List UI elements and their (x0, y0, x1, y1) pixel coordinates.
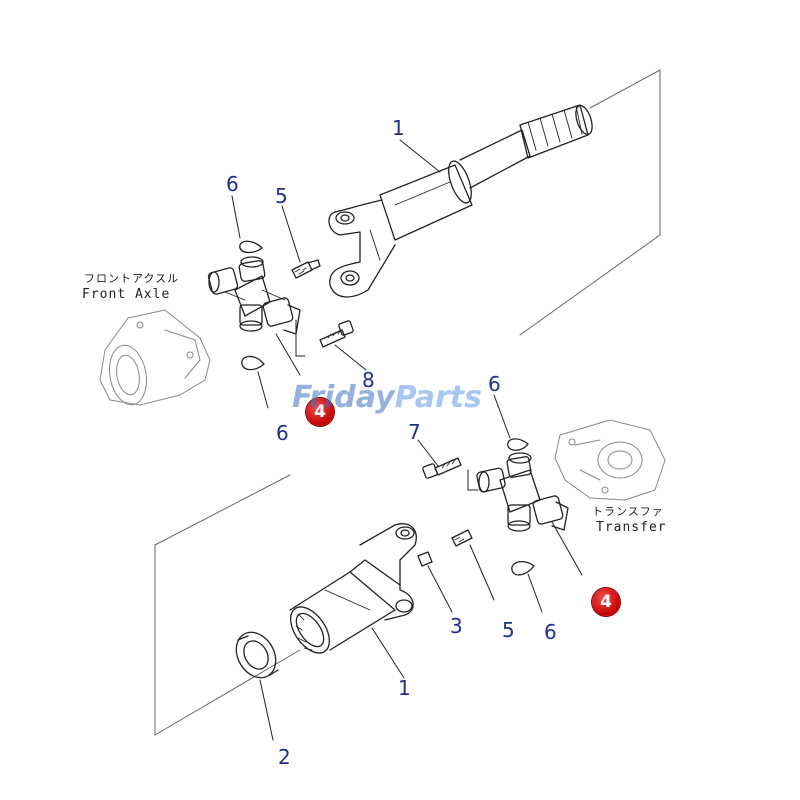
callout-4-upper-badge: 4 (306, 398, 334, 426)
callout-6-lower-left: 6 (276, 421, 289, 445)
callout-5-upper: 5 (275, 184, 288, 208)
callout-4-lower-badge: 4 (592, 588, 620, 616)
lower-snap-ring-bottom (511, 560, 535, 576)
callout-1-upper: 1 (392, 116, 405, 140)
callout-8: 8 (362, 368, 375, 392)
callout-1-lower: 1 (398, 676, 411, 700)
callout-6-lower-right: 6 (544, 620, 557, 644)
upper-universal-joint (207, 256, 301, 335)
transfer-housing (554, 419, 666, 501)
front-axle-label-jp: フロントアクスル (84, 272, 180, 285)
seal-2 (235, 631, 279, 679)
callout-2: 2 (278, 745, 291, 769)
lower-universal-joint (476, 452, 569, 532)
upper-snap-ring-bottom (241, 355, 265, 371)
lower-snap-ring-top (507, 438, 529, 451)
callout-5-lower: 5 (502, 618, 515, 642)
watermark-part1: Friday (292, 380, 395, 415)
bolt-7 (422, 457, 462, 479)
watermark-part2: Parts (394, 380, 482, 415)
callout-7: 7 (408, 420, 421, 444)
watermark-logo: FridayParts (292, 380, 482, 415)
transfer-label-jp: トランスファ (592, 505, 664, 518)
upper-grease-nipple (291, 259, 321, 279)
callout-3: 3 (450, 614, 463, 638)
lower-grease-nipple (451, 529, 473, 547)
bolt-8 (319, 320, 354, 348)
front-axle-housing (99, 309, 211, 406)
front-axle-label-en: Front Axle (82, 287, 171, 302)
leader-lines (231, 139, 583, 741)
upper-drive-shaft (328, 69, 661, 336)
callout-6-upper-left: 6 (226, 172, 239, 196)
transfer-label-en: Transfer (596, 520, 667, 535)
upper-snap-ring-top (239, 240, 263, 254)
callout-6-upper-right: 6 (488, 372, 501, 396)
lower-drive-shaft (289, 523, 433, 654)
